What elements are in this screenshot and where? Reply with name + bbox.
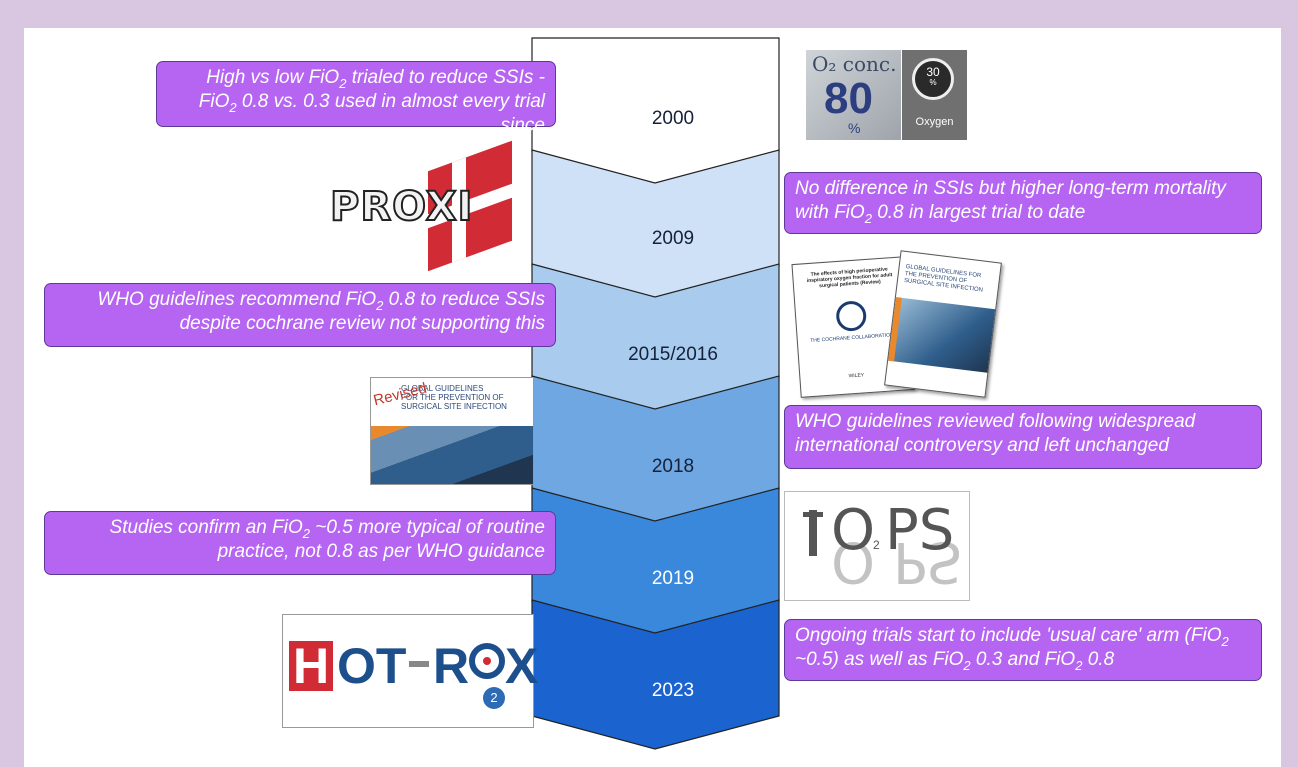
- hot-rox-logo: H OT R X 2: [282, 614, 538, 728]
- revised-who-guidelines-image: GLOBAL GUIDELINES FOR THE PREVENTION OF …: [370, 377, 534, 485]
- oxygen-dial-icon: [912, 58, 954, 100]
- cochrane-title: The effects of high perioperative inspir…: [806, 266, 893, 290]
- year-2015-2016: 2015/2016: [628, 344, 718, 365]
- event-box-2023: Ongoing trials start to include 'usual c…: [784, 619, 1262, 681]
- dial-percent: %: [929, 78, 937, 87]
- target-icon: [469, 643, 505, 679]
- syringe-icon: [809, 510, 817, 556]
- revised-guidelines-title: GLOBAL GUIDELINES FOR THE PREVENTION OF …: [401, 384, 507, 411]
- ops-letter-o: O: [831, 498, 876, 563]
- revised-cover-photo: [371, 426, 533, 484]
- event-box-2000: High vs low FiO2 trialed to reduce SSIs …: [156, 61, 556, 136]
- proxi-logo: PROXI: [329, 140, 512, 272]
- timeline-chevrons: [531, 37, 780, 750]
- year-2023: 2023: [651, 680, 695, 701]
- ops-letters-ps: PS: [885, 498, 955, 563]
- o2-conc-label: O₂ conc.: [812, 52, 897, 76]
- dial-label: Oxygen: [915, 116, 954, 128]
- o2-percent-sign: %: [848, 120, 861, 136]
- hot-rox-subscript-2: 2: [483, 687, 505, 709]
- hot-rox-letters-ot: OT: [337, 638, 407, 694]
- oxygen-dial-image: 30 % Oxygen: [902, 50, 967, 140]
- event-box-2009: No difference in SSIs but higher long-te…: [784, 172, 1262, 234]
- o2-concentration-display-image: O₂ conc. 80 %: [806, 50, 901, 140]
- hot-rox-letter-r: R: [433, 638, 470, 694]
- ops-logo: O 2 PS O PS: [784, 491, 970, 601]
- timeline-panel: 2000 2009 2015/2016 2018 2019 2023 High …: [24, 28, 1281, 767]
- event-box-2019: Studies confirm an FiO2 ~0.5 more typica…: [44, 511, 556, 575]
- year-2000: 2000: [651, 108, 695, 129]
- who-cover-title: GLOBAL GUIDELINES FOR THE PREVENTION OF …: [903, 264, 984, 294]
- cochrane-logo-icon: [835, 300, 868, 333]
- year-2019: 2019: [651, 568, 695, 589]
- o2-value-80: 80: [824, 74, 873, 123]
- hot-rox-h-block: [289, 641, 333, 691]
- year-2009: 2009: [651, 228, 695, 249]
- proxi-text: PROXI: [329, 183, 474, 231]
- ops-reflection: O PS: [831, 529, 963, 594]
- hot-rox-letter-x: X: [505, 638, 539, 694]
- hot-rox-letter-h: H: [292, 638, 330, 694]
- year-2018: 2018: [651, 456, 695, 477]
- who-guidelines-cover: GLOBAL GUIDELINES FOR THE PREVENTION OF …: [884, 250, 1002, 398]
- event-box-2015-2016: WHO guidelines recommend FiO2 0.8 to red…: [44, 283, 556, 347]
- cochrane-logo-text: THE COCHRANE COLLABORATION®: [810, 331, 898, 345]
- event-box-2018: WHO guidelines reviewed following widesp…: [784, 405, 1262, 469]
- ops-subscript: 2: [873, 538, 880, 552]
- who-cover-photo: [888, 297, 996, 373]
- hot-rox-dash: [409, 661, 429, 667]
- dial-value: 30: [926, 65, 940, 79]
